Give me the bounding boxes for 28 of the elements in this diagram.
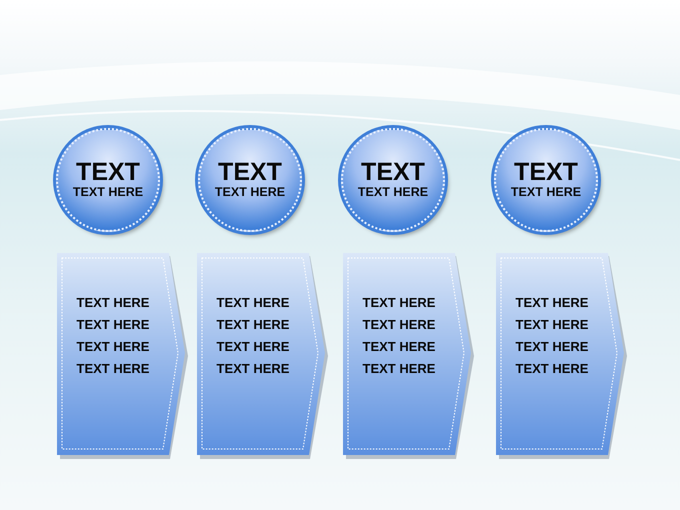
heading: TEXT [76, 160, 140, 185]
list-item: TEXT HERE [216, 360, 290, 378]
list-item: TEXT HERE [76, 316, 150, 334]
list-item: TEXT HERE [76, 294, 150, 312]
circle-badge [198, 128, 302, 232]
subheading: TEXT HERE [72, 185, 144, 200]
subheading: TEXT HERE [510, 185, 582, 200]
list-item: TEXT HERE [514, 294, 590, 312]
list-item: TEXT HERE [514, 360, 590, 378]
heading: TEXT [218, 160, 282, 185]
circle-badge [494, 128, 598, 232]
subheading: TEXT HERE [358, 185, 428, 200]
heading: TEXT [514, 160, 578, 185]
subheading: TEXT HERE [214, 185, 286, 200]
list-item: TEXT HERE [514, 316, 590, 334]
list-item: TEXT HERE [216, 294, 290, 312]
list-item: TEXT HERE [362, 316, 436, 334]
list-item: TEXT HERE [216, 316, 290, 334]
list-item: TEXT HERE [362, 294, 436, 312]
circle-badge [56, 128, 160, 232]
list-item: TEXT HERE [362, 338, 436, 356]
list-item: TEXT HERE [76, 338, 150, 356]
circle-badge [341, 128, 445, 232]
list-item: TEXT HERE [216, 338, 290, 356]
list-item: TEXT HERE [514, 338, 590, 356]
list-item: TEXT HERE [76, 360, 150, 378]
list-item: TEXT HERE [362, 360, 436, 378]
heading: TEXT [361, 160, 425, 185]
